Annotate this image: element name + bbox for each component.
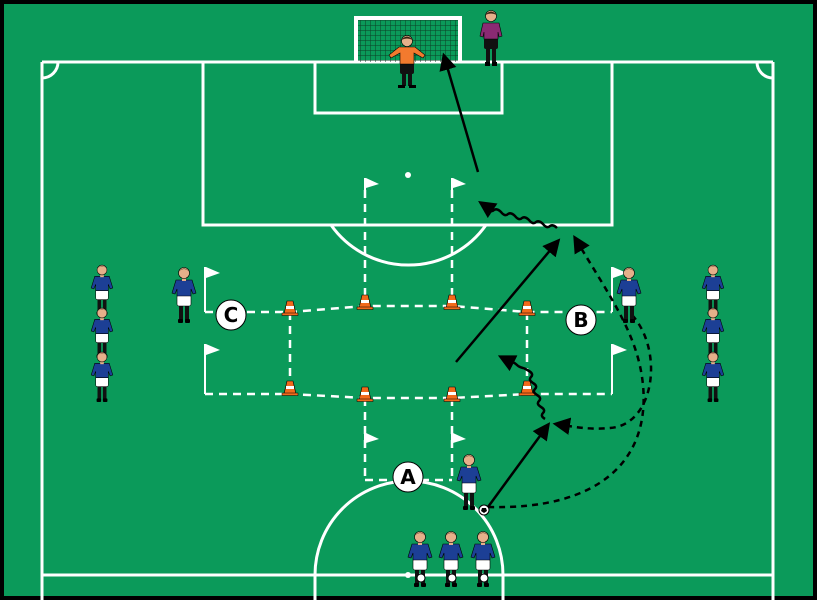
penalty-spot xyxy=(405,172,411,178)
goalkeeper-player-icon xyxy=(388,35,426,88)
training-cone-icon xyxy=(443,386,461,402)
cone-row-lower xyxy=(281,380,536,402)
corner-flag-icon xyxy=(204,344,220,360)
corner-flag-icon xyxy=(204,267,220,283)
zone-label-c: C xyxy=(215,299,247,331)
centre-spot xyxy=(405,572,411,578)
corner-arc-right xyxy=(755,61,774,80)
zone-label-a: A xyxy=(392,461,424,493)
penalty-arc xyxy=(329,224,488,267)
run-arrow-to-zone xyxy=(487,234,645,509)
soccer-ball-icon xyxy=(416,573,426,583)
soccer-ball-icon xyxy=(478,504,490,516)
soccer-ball-icon xyxy=(447,573,457,583)
soccer-ball-icon xyxy=(479,573,489,583)
corner-flag-icon xyxy=(611,267,627,283)
flags xyxy=(204,178,627,445)
corner-flag-icon xyxy=(611,344,627,360)
training-cone-icon xyxy=(281,380,299,396)
shot-arrow xyxy=(439,52,480,173)
training-cone-icon xyxy=(356,294,374,310)
training-cone-icon xyxy=(281,300,299,316)
dribble-arrow-lower xyxy=(497,355,546,421)
players xyxy=(90,10,725,588)
pass-arrow-to-penalty-area xyxy=(455,238,561,363)
zone-label-b: B xyxy=(565,304,597,336)
svg-text:B: B xyxy=(573,308,588,332)
coach-player-icon xyxy=(479,10,503,66)
svg-text:A: A xyxy=(400,465,416,489)
training-cone-icon xyxy=(443,294,461,310)
pass-arrow-to-zone xyxy=(486,422,551,508)
corner-flag-icon xyxy=(451,178,466,190)
corner-flag-icon xyxy=(364,178,379,190)
corner-flag-icon xyxy=(364,433,379,445)
corner-flag-icon xyxy=(451,433,466,445)
run-arrow-overlap xyxy=(552,314,653,435)
training-cone-icon xyxy=(518,300,536,316)
corner-arc-left xyxy=(41,61,60,80)
dribble-arrow-upper xyxy=(478,201,558,229)
movement-arrows xyxy=(439,52,653,509)
svg-text:C: C xyxy=(224,303,239,327)
cone-row-upper xyxy=(281,294,536,316)
training-cone-icon xyxy=(356,386,374,402)
pitch-surface xyxy=(4,4,813,596)
